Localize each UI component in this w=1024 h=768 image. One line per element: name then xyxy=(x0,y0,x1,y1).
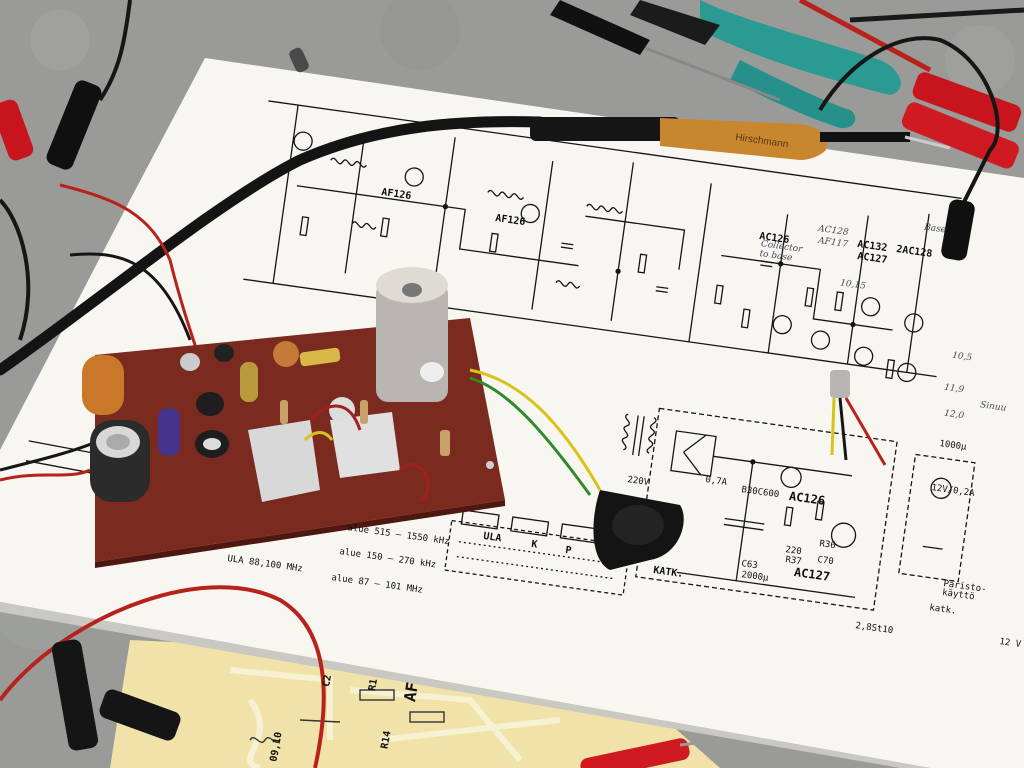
din-socket xyxy=(593,490,684,570)
lower-sheet-drawing xyxy=(249,689,445,743)
black-croc-clip-right xyxy=(818,36,1000,261)
lower-sheet-traces xyxy=(229,667,561,768)
probe-cable xyxy=(0,116,546,376)
screwdriver xyxy=(550,0,781,102)
red-tool-bottom xyxy=(580,738,721,768)
wire-red-left xyxy=(59,183,202,361)
test-probe: Hirschmann xyxy=(530,117,951,160)
wire-black-left xyxy=(69,252,192,341)
loose-capacitor xyxy=(289,47,309,73)
wire-yellow xyxy=(469,368,602,491)
black-croc-clip-bottom xyxy=(51,639,181,751)
circuit-board xyxy=(82,267,505,568)
left-croc-clips xyxy=(0,0,132,341)
red-lead-bottom xyxy=(0,585,326,768)
right-transistor-with-leads xyxy=(830,370,887,466)
wire-green xyxy=(469,376,592,496)
wire-red-short xyxy=(0,468,91,482)
lower-af: AF xyxy=(400,680,423,704)
lower-c2: C2 xyxy=(321,674,334,688)
schematic-paper-shadow xyxy=(0,602,930,768)
lower-r1: R1 xyxy=(367,678,380,692)
